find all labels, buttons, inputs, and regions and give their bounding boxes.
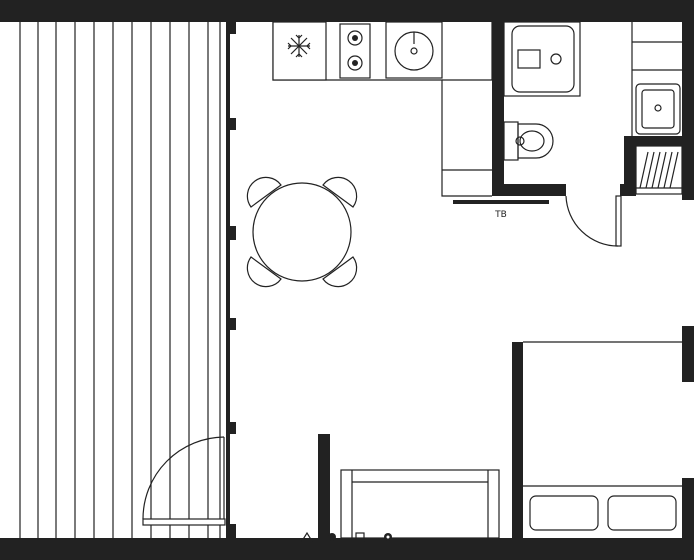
washbasin [503,21,581,97]
snowflake-icon [287,34,311,58]
small-sink [631,22,682,136]
deck-boards [19,22,221,538]
bathroom-partition [624,136,636,196]
circle-icon [328,533,336,541]
triangle-icon [300,531,314,542]
balcony-door[interactable] [142,436,226,526]
tv-unit: TB [453,200,549,220]
entrance-wall-stub [318,434,330,538]
bottom-wall [0,538,694,560]
dining-set [246,176,358,288]
chair-bottom-right [322,256,358,288]
kitchen [272,21,493,197]
toilet [503,121,554,161]
square-icon [355,532,365,542]
bedroom [512,341,682,538]
cooktop [339,23,371,79]
right-wall-middle [682,326,694,382]
bathroom [492,21,683,247]
gear-icon [384,533,392,541]
pillow-right [607,495,677,531]
bed [523,485,682,531]
glazing-posts [230,22,236,538]
chair-top-left [246,176,282,208]
balcony [19,22,236,538]
bathroom-partition-top [624,136,682,146]
bathroom-door[interactable] [565,195,622,247]
pillow-left [529,495,599,531]
right-wall-lower [682,478,694,538]
fridge [272,21,327,81]
top-wall [0,0,694,22]
tv-label: TB [494,210,507,220]
kitchen-sink [385,21,443,79]
bathroom-bottom-wall-left [504,184,566,196]
wardrobe [340,469,500,539]
bathroom-left-wall [492,22,504,196]
entrance [318,434,500,539]
chair-bottom-left [246,256,282,288]
towel-radiator [635,145,683,195]
chair-top-right [322,176,358,208]
bedroom-partition [512,342,523,538]
balcony-glazing-wall [226,22,230,538]
legend-icons [300,531,392,542]
round-table [252,182,352,282]
right-wall-upper [682,22,694,200]
tv-bar [453,200,549,204]
